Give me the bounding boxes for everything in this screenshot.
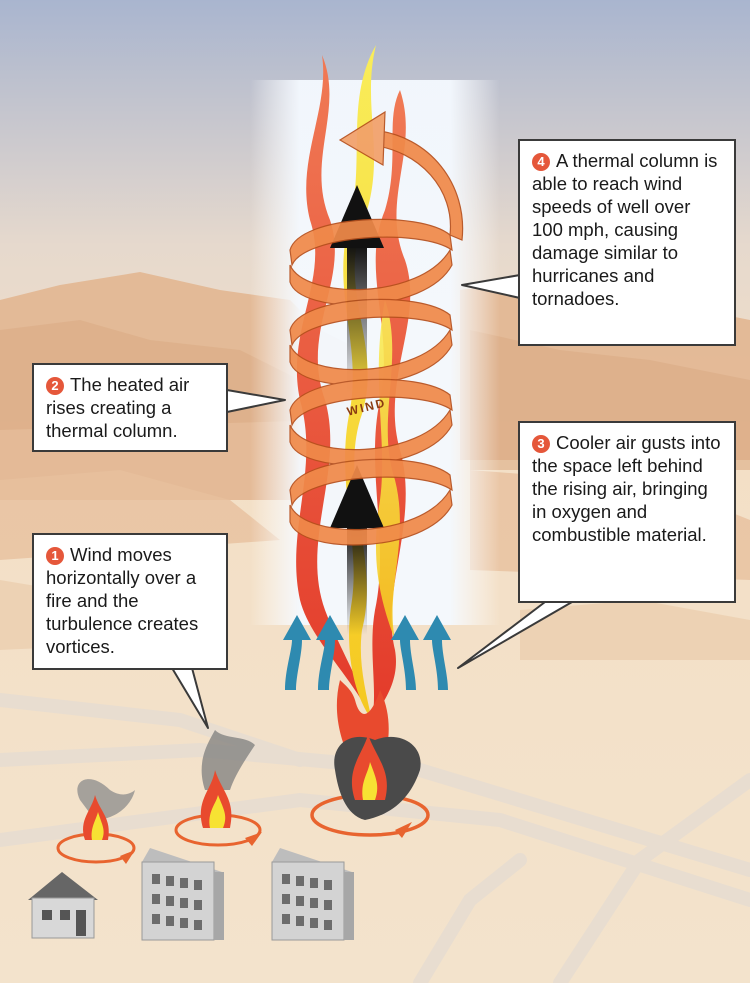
callout-text-4: A thermal column is able to reach wind s…: [532, 150, 718, 309]
callout-text-2: The heated air rises creating a thermal …: [46, 374, 190, 441]
ground-vortex-medium: [174, 730, 262, 847]
cool-air-arrows: [283, 615, 451, 690]
roads: [0, 693, 750, 983]
callout-number-3: 3: [532, 435, 550, 453]
ground-vortex-large: [310, 735, 430, 838]
house: [28, 872, 98, 939]
building-left: [141, 848, 224, 941]
building-right: [271, 848, 354, 941]
rising-air-arrow-lower: [330, 465, 384, 635]
callout-number-1: 1: [46, 547, 64, 565]
callout-number-2: 2: [46, 377, 64, 395]
callout-text-1: Wind moves horizontally over a fire and …: [46, 544, 199, 657]
wind-spiral: [289, 110, 464, 546]
ground-vortex-small: [56, 779, 136, 864]
callout-text-3: Cooler air gusts into the space left beh…: [532, 432, 721, 545]
callout-number-4: 4: [532, 153, 550, 171]
